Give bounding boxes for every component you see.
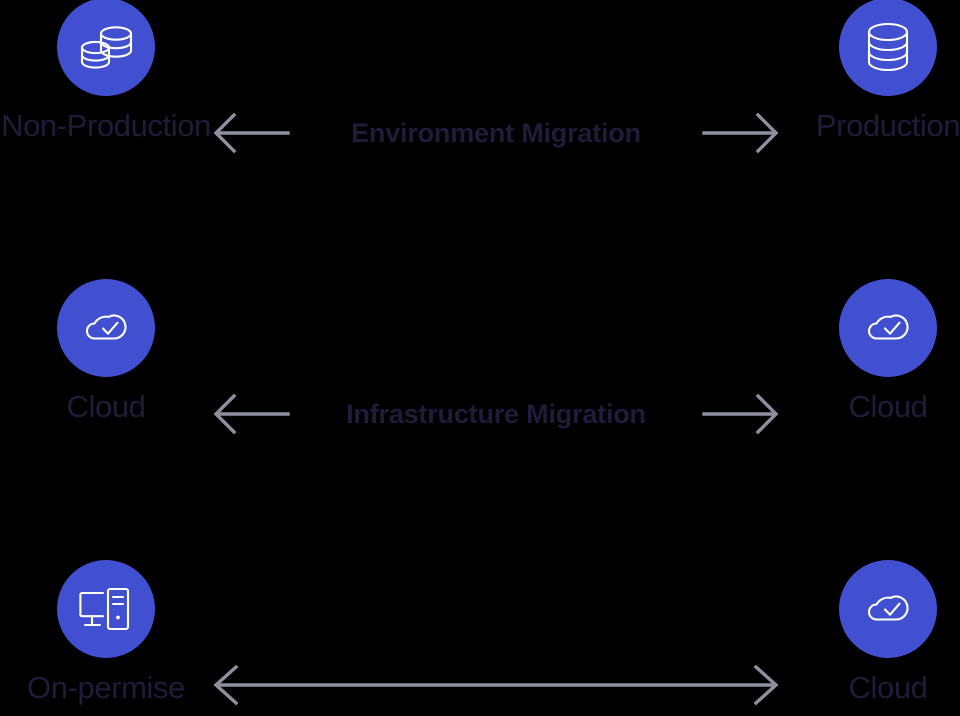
database-icon	[867, 22, 909, 72]
node-non-production[interactable]: Non-Production	[0, 0, 236, 145]
database-stack-icon	[80, 26, 133, 69]
node-icon-circle	[839, 0, 937, 96]
node-icon-circle	[839, 560, 937, 658]
arrow-left-icon	[213, 112, 290, 154]
arrow-right-icon	[702, 393, 779, 435]
arrow-bidirectional-icon	[213, 664, 779, 706]
arrow-right-icon	[702, 112, 779, 154]
node-cloud-left[interactable]: Cloud	[0, 279, 236, 426]
node-icon-circle	[839, 279, 937, 377]
desktop-server-icon	[79, 587, 130, 631]
node-label: Production	[815, 108, 960, 143]
node-label: Cloud	[66, 389, 146, 424]
node-icon-circle	[57, 0, 155, 96]
node-label: Non-Production	[1, 108, 211, 143]
node-label: On-permise	[27, 670, 185, 705]
node-icon-circle	[57, 279, 155, 377]
node-icon-circle	[57, 560, 155, 658]
cloud-check-icon	[85, 314, 127, 340]
node-label: Cloud	[848, 670, 928, 705]
connector-label: Infrastructure Migration	[346, 398, 646, 429]
node-label: Cloud	[848, 389, 928, 424]
connector-environment-migration: Environment Migration	[212, 103, 780, 163]
arrow-left-icon	[213, 393, 290, 435]
node-cloud-right[interactable]: Cloud	[758, 279, 960, 426]
connector-infrastructure-migration: Infrastructure Migration	[212, 384, 780, 444]
node-cloud-bottom-right[interactable]: Cloud	[758, 560, 960, 707]
connector-onpremise-to-cloud	[212, 655, 780, 715]
cloud-check-icon	[867, 314, 909, 340]
connector-label: Environment Migration	[351, 117, 641, 148]
cloud-check-icon	[867, 595, 909, 621]
node-production[interactable]: Production	[758, 0, 960, 145]
node-on-premise[interactable]: On-permise	[0, 560, 236, 707]
